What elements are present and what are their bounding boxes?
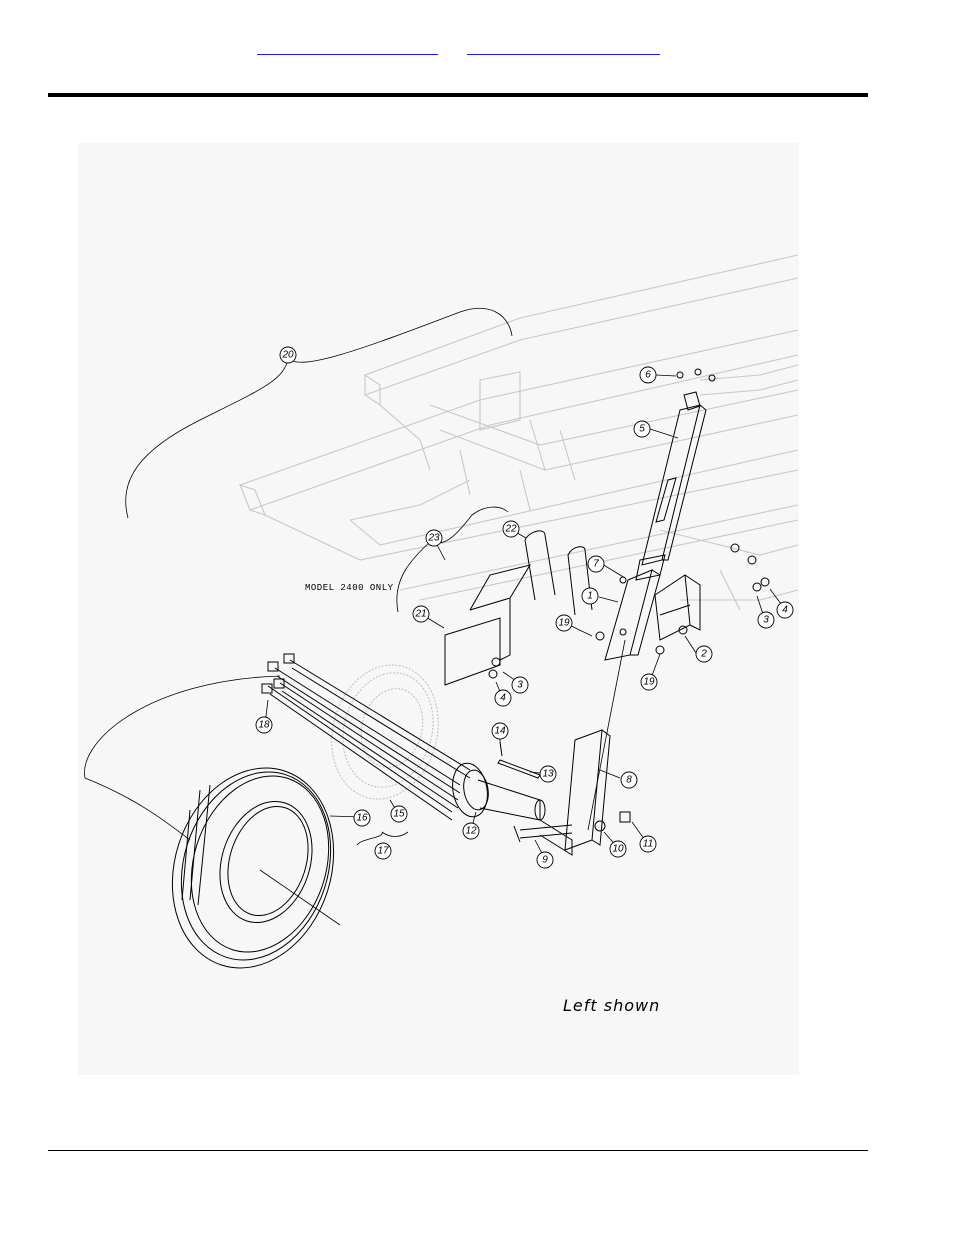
callout-23: 23 [426, 530, 442, 546]
callout-7: 7 [588, 556, 604, 572]
callout-5: 5 [634, 421, 650, 437]
callout-21: 21 [413, 606, 429, 622]
u-bolts [525, 531, 592, 615]
callout-label: 11 [643, 839, 653, 850]
callout-label: 19 [558, 618, 570, 629]
bracket-right [655, 575, 700, 640]
callout-label: 16 [356, 813, 368, 824]
callout-label: 8 [626, 775, 632, 786]
callout-label: 23 [427, 533, 440, 544]
callout-leaders [265, 375, 784, 859]
callout-12: 12 [463, 823, 479, 839]
wheel-studs [262, 654, 470, 820]
callout-15: 15 [391, 806, 407, 822]
callout-label: 19 [643, 677, 655, 688]
callout-22: 22 [503, 521, 519, 537]
callout-17: 17 [375, 843, 391, 859]
bracket-23 [397, 507, 508, 612]
diagram-caption: Left shown [563, 996, 660, 1015]
callout-label: 15 [393, 809, 405, 820]
callout-label: 9 [542, 855, 548, 866]
callout-label: 10 [612, 844, 624, 855]
callout-3: 3 [512, 677, 528, 693]
callout-label: 20 [281, 350, 294, 361]
callout-1: 1 [582, 588, 598, 604]
callout-label: 14 [494, 726, 506, 737]
model-note: MODEL 2400 ONLY [305, 583, 394, 593]
callout-label: 3 [517, 680, 523, 691]
callout-10: 10 [610, 841, 626, 857]
callout-6: 6 [640, 367, 656, 383]
callout-19: 19 [556, 615, 572, 631]
callout-label: 3 [763, 615, 769, 626]
arm-leader [588, 640, 625, 830]
callout-20: 20 [280, 347, 296, 363]
callout-13: 13 [540, 766, 556, 782]
callout-label: 4 [500, 693, 506, 704]
washer-10 [595, 821, 605, 831]
callout-16: 16 [354, 810, 370, 826]
callout-label: 22 [504, 524, 517, 535]
callout-label: 4 [782, 605, 788, 616]
callout-label: 1 [587, 591, 593, 602]
nut-11 [620, 812, 630, 822]
callout-14: 14 [492, 723, 508, 739]
callout-18: 18 [256, 717, 272, 733]
callout-label: 2 [700, 649, 707, 660]
frame-ghost [240, 255, 798, 610]
callout-label: 6 [645, 370, 651, 381]
callout-label: 18 [258, 720, 270, 731]
callout-3: 3 [758, 612, 774, 628]
pin-14 [500, 742, 502, 756]
rim-ghost [317, 653, 453, 811]
callout-label: 5 [639, 424, 645, 435]
spindle-arm [540, 730, 610, 855]
callout-4: 4 [495, 690, 511, 706]
callout-2: 2 [696, 646, 712, 662]
pin-13 [498, 760, 540, 778]
tire [147, 747, 358, 989]
hub-spindle [449, 760, 545, 820]
bracket-left [445, 565, 530, 685]
callout-label: 21 [414, 609, 426, 620]
callout-11: 11 [640, 836, 656, 852]
bolt-9 [514, 825, 572, 842]
footer-rule [48, 1150, 868, 1151]
callout-8: 8 [621, 772, 637, 788]
callout-label: 12 [465, 826, 477, 837]
callout-4: 4 [777, 602, 793, 618]
callout-9: 9 [537, 852, 553, 868]
callout-label: 13 [542, 769, 554, 780]
callout-label: 7 [593, 559, 599, 570]
callout-label: 17 [377, 846, 389, 857]
callout-19: 19 [641, 674, 657, 690]
